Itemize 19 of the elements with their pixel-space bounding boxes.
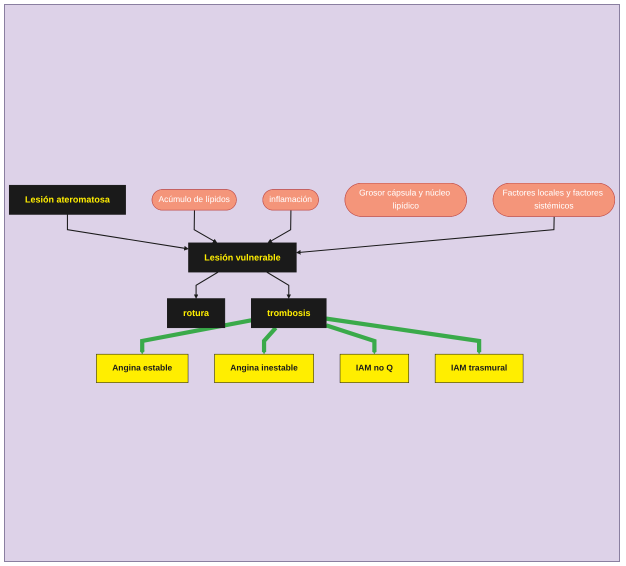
arrow [140, 318, 252, 354]
arrow [262, 326, 278, 354]
node-box [8, 184, 126, 215]
arrow [66, 214, 189, 251]
node-box [96, 354, 188, 383]
arrow [326, 316, 482, 354]
diagram-background: Lesión ateromatosa Acúmulo de lípidos inflamación Lesión vulnerable Grosor cápsula y núcleo lipídico rotura trombosis Factores locales y factores sistémicos Angina estable Angina inestable IAM no Q IAM trasmural [4, 4, 620, 562]
arrow [326, 323, 377, 354]
arrow [194, 210, 218, 244]
node-box [340, 354, 410, 383]
node-box [251, 298, 327, 328]
arrow [268, 210, 292, 244]
node-box [214, 354, 314, 383]
node-box [188, 242, 297, 272]
arrow [296, 216, 555, 255]
arrow [194, 272, 218, 299]
node-box [434, 354, 524, 383]
arrow [266, 272, 292, 299]
node-box [167, 298, 226, 328]
